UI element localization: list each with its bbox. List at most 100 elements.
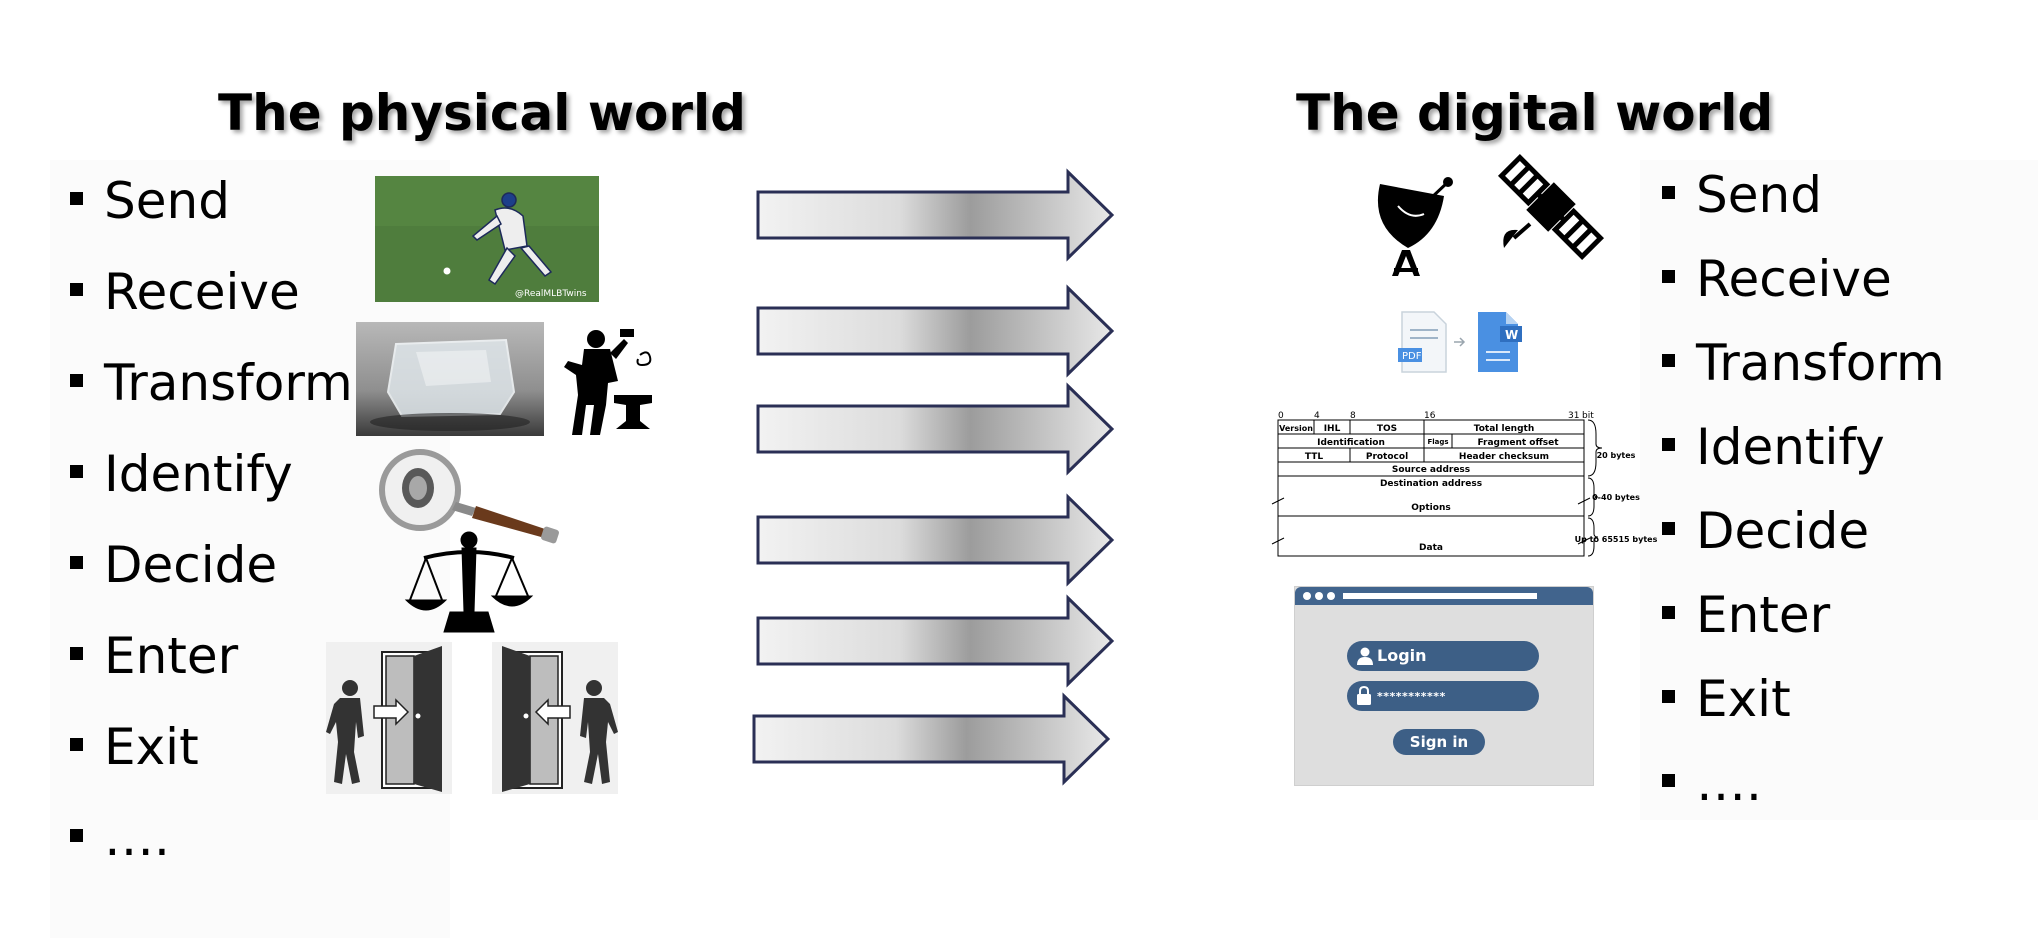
ip-field: Total length: [1474, 424, 1534, 434]
list-item: Identify: [1662, 418, 1945, 502]
list-item-label: Identify: [104, 445, 293, 503]
ip-field: TTL: [1305, 452, 1323, 462]
word-label: W: [1505, 328, 1518, 342]
ip-field: TOS: [1377, 424, 1397, 434]
list-item-label: ….: [1696, 754, 1762, 812]
list-item: Send: [70, 172, 353, 263]
list-item-label: Send: [1696, 166, 1822, 224]
list-item-label: Enter: [1696, 586, 1831, 644]
list-item: Enter: [1662, 586, 1945, 670]
list-item-label: Decide: [104, 536, 278, 594]
pdf-label: PDF: [1402, 351, 1422, 362]
photo-watermark: @RealMLBTwins: [515, 289, 587, 299]
arrow-enter: [756, 594, 1115, 688]
bullet-icon: [70, 738, 83, 751]
list-item-label: Receive: [104, 263, 300, 321]
list-item: Transform: [70, 354, 353, 445]
physical-world-heading: The physical world: [218, 84, 746, 142]
bullet-icon: [70, 647, 83, 660]
login-label: Login: [1377, 646, 1427, 665]
arrow-receive: [756, 284, 1115, 378]
bullet-icon: [1662, 438, 1675, 451]
digital-actions-list: Send Receive Transform Identify Decide E…: [1662, 166, 1945, 838]
digital-panel-bg: [1640, 160, 2038, 820]
bullet-icon: [70, 829, 83, 842]
arrow-transform: [756, 382, 1115, 476]
person-entering-door-icon: [326, 642, 452, 794]
list-item: Receive: [70, 263, 353, 354]
ip-field: Options: [1411, 503, 1450, 513]
bullet-icon: [70, 465, 83, 478]
window-dot-icon: [1315, 592, 1323, 600]
window-dot-icon: [1327, 592, 1335, 600]
person-exiting-door-icon: [492, 642, 618, 794]
ip-field: Identification: [1317, 438, 1385, 448]
bullet-icon: [1662, 606, 1675, 619]
bullet-icon: [70, 192, 83, 205]
bullet-icon: [1662, 774, 1675, 787]
bit-label: 16: [1424, 411, 1436, 421]
pdf-to-word-conversion-icon: PDF W: [1398, 311, 1522, 373]
physical-actions-list: Send Receive Transform Identify Decide E…: [70, 172, 353, 900]
arrow-exit: [752, 692, 1111, 786]
ip-field: Version: [1279, 424, 1313, 433]
login-window: Login *********** Sign in: [1294, 586, 1594, 786]
baseball-player-image: @RealMLBTwins: [375, 176, 599, 302]
bit-label: 4: [1314, 411, 1320, 421]
lock-icon: [1357, 685, 1371, 705]
sign-in-button[interactable]: Sign in: [1393, 729, 1485, 755]
satellite-icon: [1497, 153, 1605, 261]
bullet-icon: [1662, 270, 1675, 283]
byte-count-label: 20 bytes: [1597, 451, 1636, 460]
digital-world-heading: The digital world: [1296, 84, 1774, 142]
list-item: ….: [1662, 754, 1945, 838]
list-item: Receive: [1662, 250, 1945, 334]
list-item: Transform: [1662, 334, 1945, 418]
user-icon: [1357, 647, 1373, 665]
ip-field: Destination address: [1380, 479, 1482, 489]
password-field[interactable]: ***********: [1347, 681, 1539, 711]
list-item: Send: [1662, 166, 1945, 250]
ip-field: Header checksum: [1459, 452, 1549, 462]
list-item-label: Exit: [104, 718, 199, 776]
byte-count-label: Up to 65515 bytes: [1575, 535, 1658, 544]
list-item: Exit: [70, 718, 353, 809]
list-item: Decide: [70, 536, 353, 627]
list-item-label: Send: [104, 172, 230, 230]
bullet-icon: [1662, 354, 1675, 367]
satellite-dish-icon: [1377, 177, 1453, 276]
bullet-icon: [70, 556, 83, 569]
scales-of-justice-icon: [404, 531, 534, 633]
list-item-label: Receive: [1696, 250, 1892, 308]
list-item: Enter: [70, 627, 353, 718]
blacksmith-icon: [564, 329, 652, 435]
list-item-label: Transform: [1696, 334, 1945, 392]
ip-field: Data: [1419, 543, 1443, 553]
list-item: Exit: [1662, 670, 1945, 754]
bullet-icon: [1662, 690, 1675, 703]
bullet-icon: [1662, 186, 1675, 199]
sign-in-label: Sign in: [1409, 733, 1469, 751]
ip-field: IHL: [1324, 424, 1341, 434]
bullet-icon: [1662, 522, 1675, 535]
address-bar: [1343, 593, 1537, 599]
byte-count-label: 0-40 bytes: [1592, 493, 1640, 502]
magnifying-glass-icon: [379, 449, 559, 544]
ip-header-diagram: 0 4 8 16 31 bit Version IHL TOS Total le…: [1271, 411, 1658, 557]
bullet-icon: [70, 283, 83, 296]
list-item-label: Exit: [1696, 670, 1791, 728]
arrow-identify: [756, 493, 1115, 587]
window-title-bar: [1295, 587, 1593, 605]
bit-label: 8: [1350, 411, 1356, 421]
ip-field: Fragment offset: [1477, 438, 1559, 448]
ip-field: Source address: [1392, 465, 1470, 475]
list-item-label: Transform: [104, 354, 353, 412]
window-dot-icon: [1303, 592, 1311, 600]
password-mask: ***********: [1377, 690, 1446, 703]
bit-label: 0: [1278, 411, 1284, 421]
ip-field: Flags: [1427, 438, 1448, 446]
bullet-icon: [70, 374, 83, 387]
bit-suffix: bit: [1582, 411, 1594, 421]
list-item: ….: [70, 809, 353, 900]
username-field[interactable]: Login: [1347, 641, 1539, 671]
